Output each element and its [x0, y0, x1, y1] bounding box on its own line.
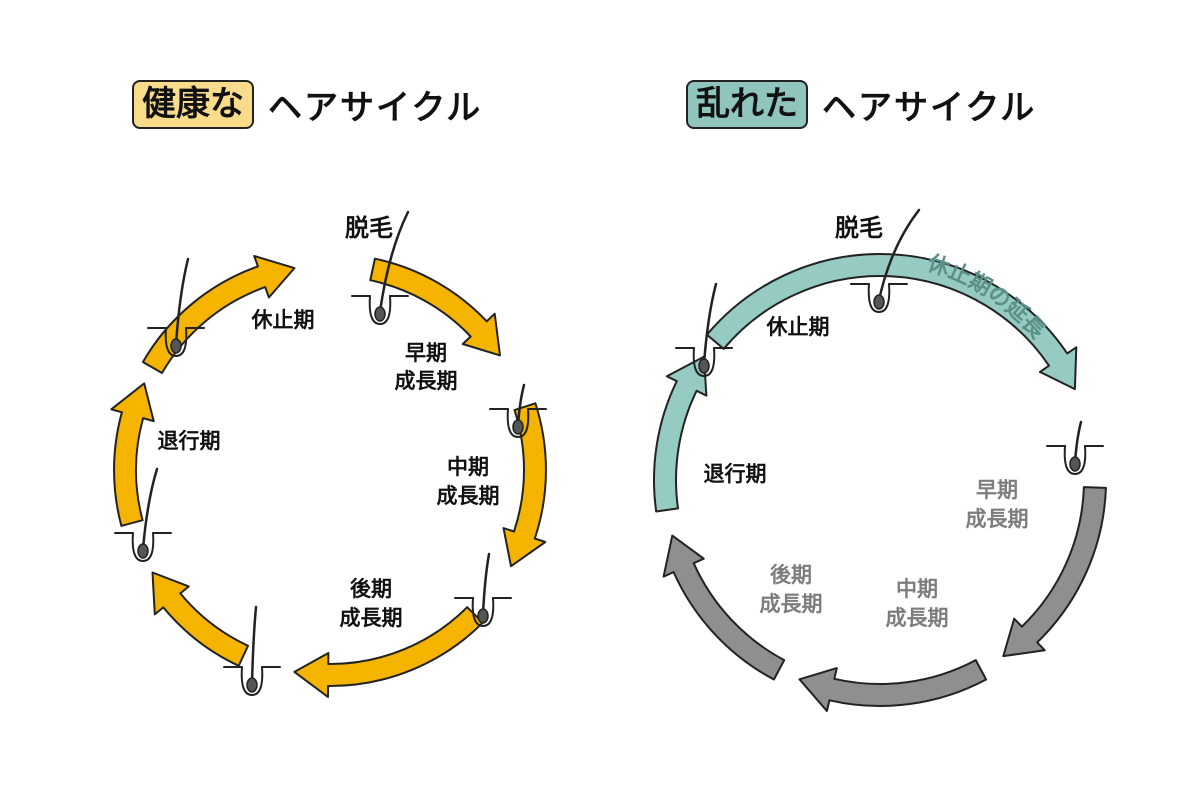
disturbed-cycle-follicles [675, 208, 1104, 476]
left-mid-anagen-label-1: 中期 [447, 455, 489, 479]
right-late-anagen-label-2: 成長期 [760, 592, 823, 616]
healthy-cycle-arrow [110, 382, 155, 527]
right-late-anagen-label-1: 後期 [770, 563, 812, 587]
healthy-cycle-arrow [369, 257, 501, 357]
hair-follicle [489, 383, 547, 439]
left-title: ヘアサイクル [268, 88, 483, 129]
disturbed-cycle-arrow [1002, 486, 1107, 658]
hair-follicle [223, 605, 281, 697]
disturbed-cycle-arrow [653, 355, 708, 513]
left-mid-anagen-label-2: 成長期 [437, 484, 500, 508]
disturbed-cycle: 脱毛 休止期 休止期の延長 早期 成長期 中期 成長期 後期 成長期 退行期 [653, 208, 1107, 712]
left-early-anagen-label-2: 成長期 [395, 369, 458, 393]
disturbed-cycle-arrows [653, 253, 1107, 712]
right-shedding-label: 脱毛 [835, 214, 883, 242]
left-telogen-label: 休止期 [251, 308, 315, 332]
right-early-anagen-label-1: 早期 [976, 478, 1018, 502]
hair-follicle [1046, 420, 1104, 476]
hair-follicle [454, 552, 512, 628]
telogen-extension-label: 休止期の延長 [923, 251, 1050, 345]
left-header: 健康な ヘアサイクル [132, 80, 483, 130]
right-title: ヘアサイクル [822, 88, 1037, 129]
healthy-badge: 健康な [132, 80, 254, 130]
healthy-cycle-arrow [502, 402, 547, 568]
right-telogen-label: 休止期 [766, 315, 830, 339]
disturbed-cycle-arrow [798, 659, 988, 712]
hair-follicle [675, 282, 733, 378]
healthy-cycle-arrow [151, 571, 249, 667]
healthy-cycle-arrow [293, 606, 484, 698]
disturbed-badge: 乱れた [686, 80, 808, 130]
healthy-cycle: 脱毛 休止期 早期 成長期 中期 成長期 後期 成長期 退行期 [110, 210, 547, 698]
right-mid-anagen-label-2: 成長期 [886, 606, 949, 630]
left-shedding-label: 脱毛 [345, 214, 393, 242]
hair-follicle [351, 210, 410, 326]
right-early-anagen-label-2: 成長期 [966, 507, 1029, 531]
healthy-cycle-follicles [114, 210, 547, 697]
telogen-extension-text: 休止期の延長 [923, 251, 1050, 345]
left-late-anagen-label-1: 後期 [350, 577, 392, 601]
hair-follicle [114, 467, 172, 563]
hair-follicle [147, 257, 205, 358]
right-header: 乱れた ヘアサイクル [686, 80, 1037, 130]
left-catagen-label: 退行期 [158, 429, 221, 453]
disturbed-cycle-arrow [662, 534, 786, 681]
right-catagen-label: 退行期 [704, 462, 767, 486]
disturbed-cycle-arrow [705, 253, 1078, 391]
left-late-anagen-label-2: 成長期 [340, 606, 403, 630]
hair-follicle [850, 208, 921, 314]
left-early-anagen-label-1: 早期 [405, 341, 447, 365]
right-mid-anagen-label-1: 中期 [896, 577, 938, 601]
